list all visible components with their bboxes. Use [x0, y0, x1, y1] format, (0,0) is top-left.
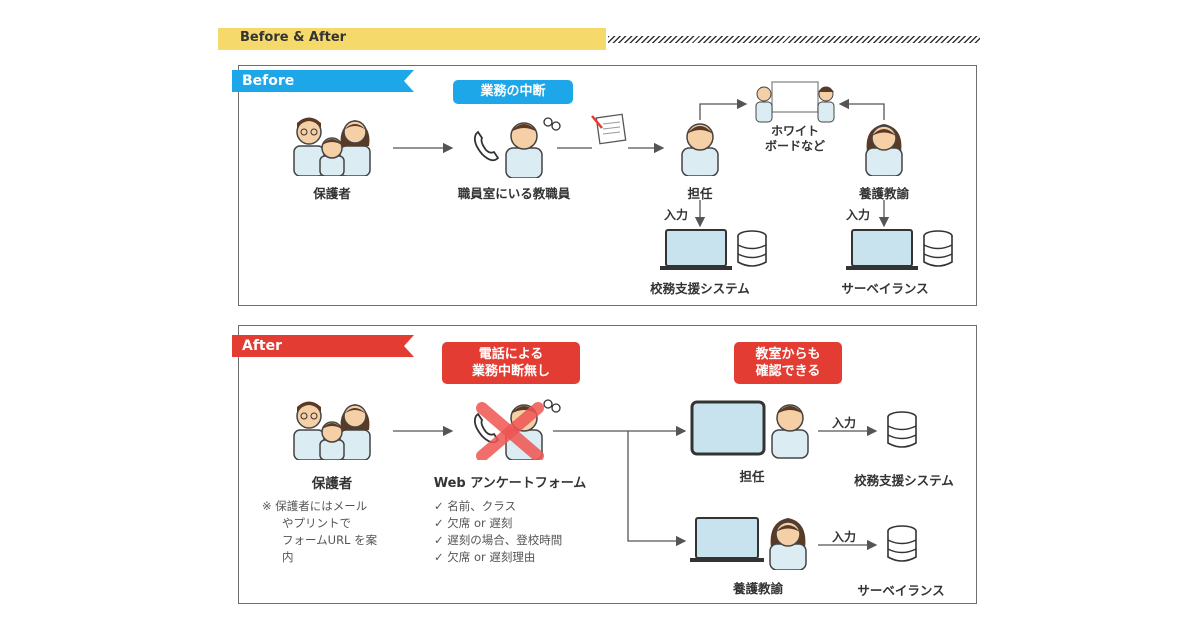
- check-icon: ✓: [434, 550, 444, 564]
- before-surveillance-label: サーベイランス: [841, 281, 929, 296]
- header-hatch-decoration: [608, 36, 980, 43]
- crossed-teacher-phone-icon: [473, 399, 561, 460]
- bubble-left-line2: 業務中断無し: [471, 364, 550, 379]
- check-icon: ✓: [434, 533, 444, 547]
- before-guardian-label: 保護者: [313, 186, 351, 201]
- form-item-text: 遅刻の場合、登校時間: [447, 533, 563, 547]
- laptop-nurse-icon: [690, 517, 807, 570]
- after-nurse-label: 養護教諭: [732, 581, 783, 596]
- arrow-nurse-to-whiteboard: [838, 98, 885, 120]
- after-surveillance-label: サーベイランス: [857, 583, 945, 598]
- header-title: Before & After: [240, 30, 347, 45]
- before-staff-label: 職員室にいる教職員: [457, 186, 571, 201]
- whiteboard-icon: [755, 81, 835, 123]
- after-school-system-label: 校務支援システム: [854, 473, 954, 488]
- after-database-icon-bottom: [887, 525, 917, 562]
- form-item-text: 欠席 or 遅刻: [447, 516, 513, 530]
- after-input-label-bottom: 入力: [832, 530, 857, 544]
- form-item-list: ✓ 名前、クラス ✓ 欠席 or 遅刻 ✓ 遅刻の場合、登校時間 ✓ 欠席 or…: [434, 498, 562, 566]
- nurse-icon: [865, 124, 903, 176]
- tablet-homeroom-icon: [690, 400, 809, 459]
- before-pc-database-right: [846, 229, 953, 270]
- after-database-icon-top: [887, 411, 917, 448]
- before-homeroom-label: 担任: [687, 186, 713, 201]
- form-item-text: 名前、クラス: [447, 499, 517, 513]
- after-tag: After: [232, 335, 414, 357]
- form-item: ✓ 名前、クラス: [434, 498, 562, 515]
- form-item: ✓ 遅刻の場合、登校時間: [434, 532, 562, 549]
- bubble-right-line1: 教室からも: [755, 347, 821, 362]
- document-icon: [591, 113, 627, 145]
- after-homeroom-label: 担任: [739, 469, 765, 484]
- header-bar: [218, 28, 606, 50]
- whiteboard-label-line1: ホワイト: [770, 124, 819, 138]
- after-classroom-bubble: 教室からも 確認できる: [734, 342, 842, 384]
- before-pc-database-left: [660, 229, 767, 270]
- before-tag: Before: [232, 70, 414, 92]
- note-line-4: 内: [282, 550, 294, 564]
- note-line-1: ※ 保護者にはメール: [262, 499, 368, 513]
- after-no-interrupt-bubble: 電話による 業務中断無し: [442, 342, 580, 384]
- form-item-text: 欠席 or 遅刻理由: [447, 550, 536, 564]
- before-school-system-label: 校務支援システム: [650, 281, 750, 296]
- bubble-left-line1: 電話による: [478, 347, 544, 362]
- whiteboard-label: ホワイト ボードなど: [752, 124, 838, 154]
- arrow-branch-to-laptop: [627, 431, 687, 547]
- after-guardian-label: 保護者: [311, 476, 353, 492]
- bubble-right-line2: 確認できる: [755, 364, 821, 379]
- arrow-homeroom-to-whiteboard: [699, 98, 748, 120]
- note-line-2: やプリントで: [282, 516, 351, 530]
- after-guardian-note: ※ 保護者にはメール やプリントで フォームURL を案 内: [262, 498, 377, 566]
- before-input-label-left: 入力: [664, 208, 689, 222]
- before-input-label-right: 入力: [846, 208, 871, 222]
- web-form-label: Web アンケートフォーム: [433, 476, 587, 491]
- note-line-3: フォームURL を案: [282, 533, 378, 547]
- form-item: ✓ 欠席 or 遅刻理由: [434, 549, 562, 566]
- check-icon: ✓: [434, 516, 444, 530]
- homeroom-teacher-icon: [681, 123, 719, 176]
- check-icon: ✓: [434, 499, 444, 513]
- before-interrupt-bubble: 業務の中断: [453, 80, 573, 104]
- after-input-label-top: 入力: [832, 416, 857, 430]
- after-family-icon: [293, 401, 371, 460]
- teacher-phone-icon: [473, 117, 561, 178]
- whiteboard-label-line2: ボードなど: [764, 139, 825, 153]
- before-nurse-label: 養護教諭: [858, 186, 909, 201]
- family-icon: [293, 117, 371, 176]
- form-item: ✓ 欠席 or 遅刻: [434, 515, 562, 532]
- after-panel: [238, 325, 977, 604]
